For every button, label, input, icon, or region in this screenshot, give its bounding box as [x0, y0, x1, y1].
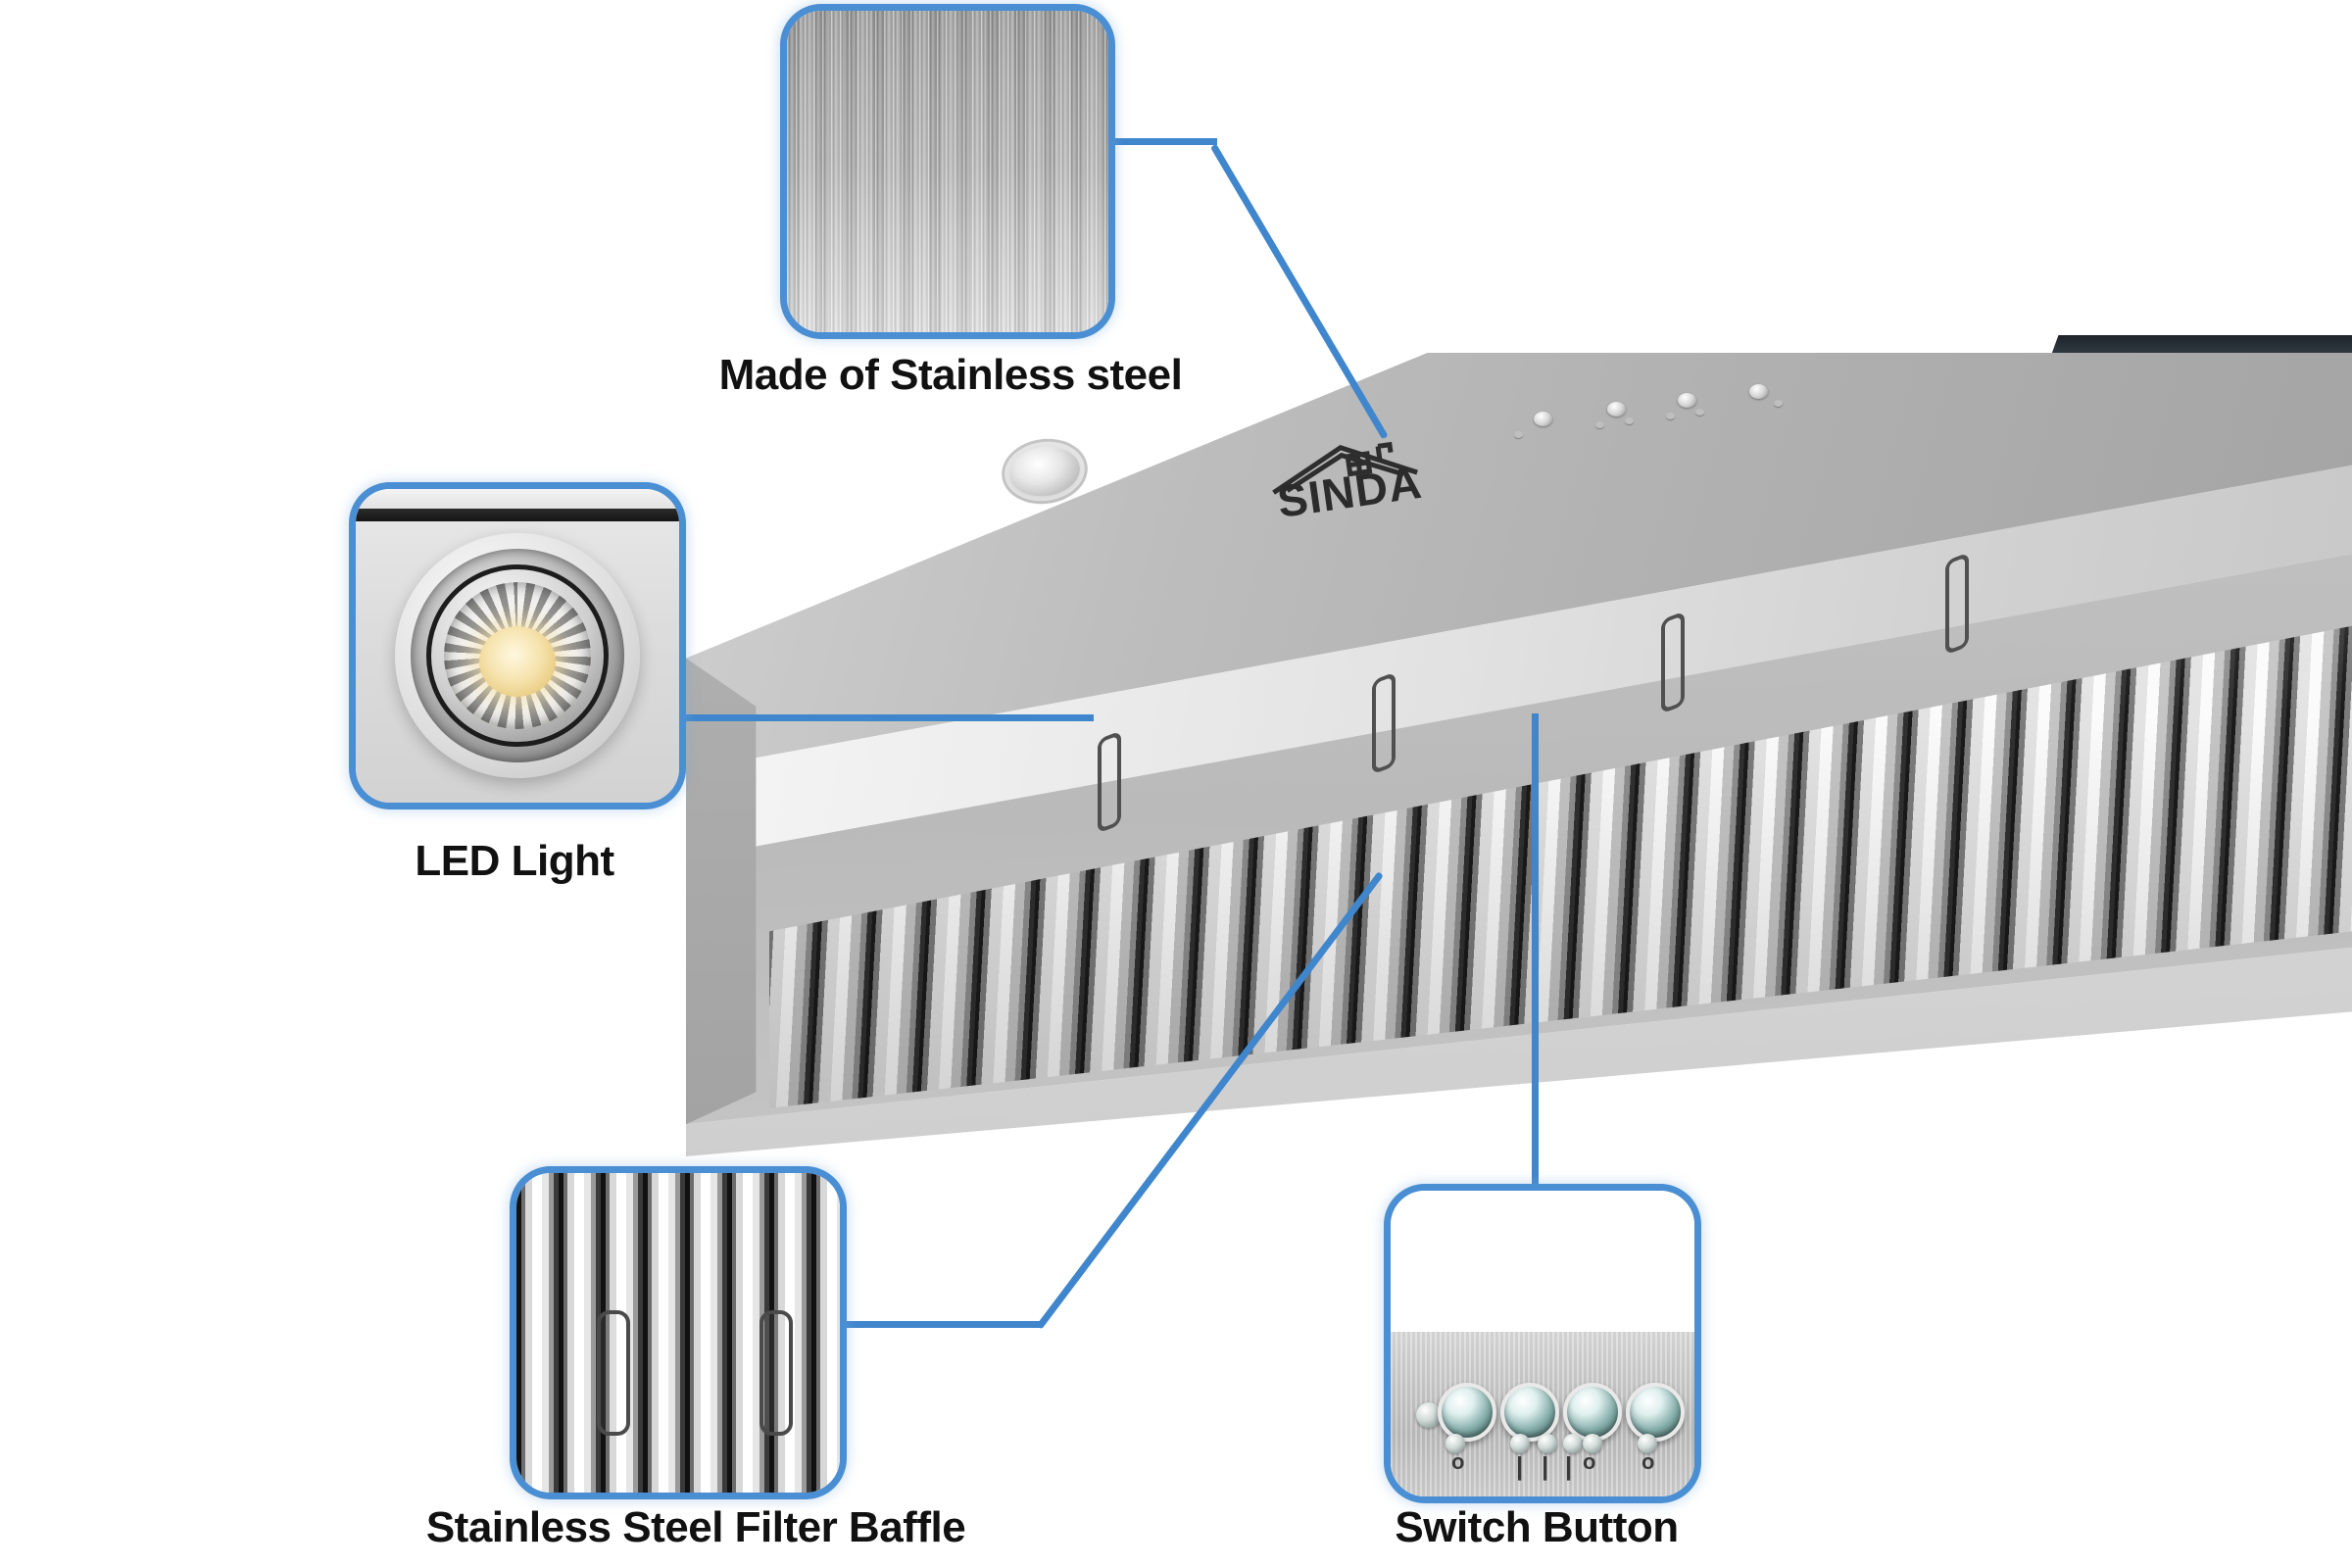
brushed-steel-swatch: [787, 11, 1108, 332]
leader-line-filter-h: [833, 1321, 1043, 1328]
switch-push-button[interactable]: [1438, 1383, 1496, 1442]
switch-push-button[interactable]: [1563, 1383, 1622, 1442]
hood-control-indicator: [1514, 431, 1523, 438]
callout-label-filter-baffle: Stainless Steel Filter Baffle: [425, 1503, 966, 1551]
led-housing-shadow: [356, 509, 679, 521]
led-bulb-glow: [479, 626, 556, 697]
switch-indicator-mark: |: [1516, 1451, 1524, 1481]
screw-head-icon: [1446, 1434, 1465, 1453]
hood-control-panel[interactable]: [686, 353, 2352, 1156]
switch-panel-swatch: | | | o o o: [1391, 1191, 1694, 1496]
hood-control-indicator: [1595, 421, 1604, 428]
screw-head-icon: [1416, 1402, 1442, 1428]
screw-head-icon: [1510, 1434, 1530, 1453]
range-hood-product: SINDA: [686, 335, 2352, 1156]
leader-line-switch: [1532, 713, 1539, 1186]
callout-box-filter-baffle[interactable]: [510, 1166, 847, 1499]
screw-head-icon: [1563, 1434, 1583, 1453]
screw-head-icon: [1638, 1434, 1657, 1453]
callout-box-led-light[interactable]: [349, 482, 686, 809]
switch-push-button[interactable]: [1626, 1383, 1685, 1442]
hood-control-indicator: [1625, 417, 1634, 424]
hood-control-button[interactable]: [1678, 393, 1696, 408]
switch-indicator-mark: |: [1542, 1451, 1549, 1481]
switch-indicator-mark: |: [1565, 1451, 1573, 1481]
hood-control-button[interactable]: [1749, 384, 1768, 399]
callout-label-led-light: LED Light: [415, 837, 614, 885]
hood-control-button[interactable]: [1607, 402, 1626, 416]
screw-head-icon: [1583, 1434, 1602, 1453]
switch-indicator-mark: o: [1451, 1449, 1465, 1474]
callout-box-stainless-steel[interactable]: [780, 4, 1115, 339]
led-spotlight-swatch: [356, 489, 679, 803]
switch-indicator-mark: o: [1642, 1449, 1655, 1474]
leader-line-stainless-h: [1102, 138, 1217, 145]
hood-control-indicator: [1695, 409, 1704, 416]
hood-left-side-panel: [686, 658, 757, 1125]
callout-label-switch-button: Switch Button: [1395, 1503, 1679, 1551]
filter-handle-icon[interactable]: [597, 1310, 630, 1436]
screw-head-icon: [1538, 1434, 1557, 1453]
leader-line-led: [672, 714, 1094, 721]
callout-box-switch-button[interactable]: | | | o o o: [1384, 1184, 1701, 1503]
switch-push-button[interactable]: [1500, 1383, 1559, 1442]
led-housing-top: [356, 489, 679, 509]
switch-indicator-mark: o: [1583, 1449, 1596, 1474]
hood-control-indicator: [1666, 413, 1675, 419]
callout-label-stainless-steel: Made of Stainless steel: [718, 351, 1183, 399]
hood-control-button[interactable]: [1534, 412, 1552, 426]
hood-control-indicator: [1774, 400, 1783, 407]
baffle-filter-swatch: [516, 1173, 840, 1493]
filter-handle-icon[interactable]: [760, 1310, 793, 1436]
